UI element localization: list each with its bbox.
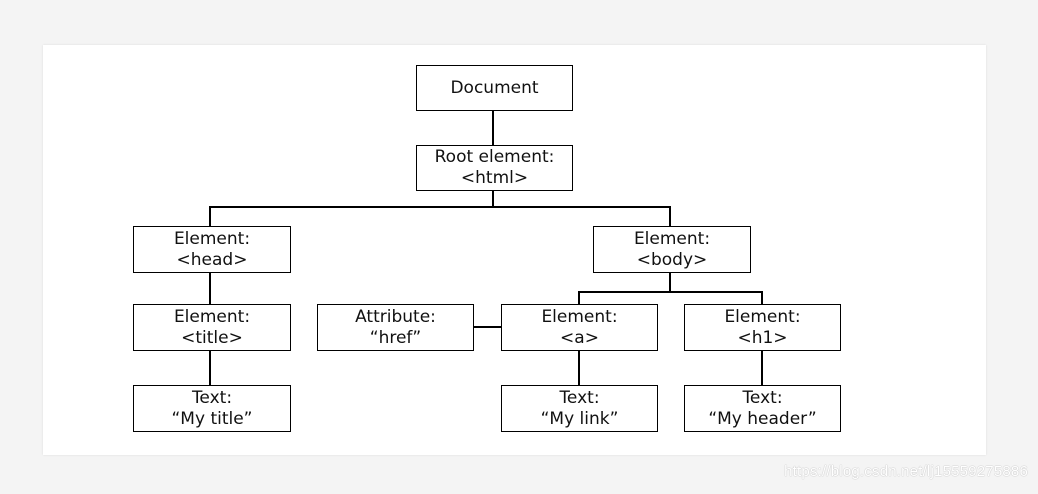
node-title-element: Element: <title> [133,304,291,351]
node-attribute-line2: “href” [369,327,422,348]
connector-to-h1 [761,291,763,305]
node-text-link-line2: “My link” [540,408,619,429]
connector-title-text [209,350,211,386]
connector-head-title [209,272,211,305]
node-text-my-link: Text: “My link” [501,385,658,432]
node-text-header-line1: Text: [742,387,783,408]
node-document: Document [416,65,573,111]
node-head-line1: Element: [173,228,251,249]
node-a-line1: Element: [541,306,618,327]
connector-h1-text [761,350,763,386]
node-text-title-line2: “My title” [171,408,253,429]
node-body-line2: <body> [636,249,708,270]
connector-body-branch [578,291,762,293]
node-attribute-href: Attribute: “href” [317,304,474,351]
node-text-title-line1: Text: [191,387,233,408]
node-text-my-header: Text: “My header” [684,385,841,432]
connector-to-head [209,206,211,227]
node-h1-line2: <h1> [737,327,788,348]
connector-document-root [492,110,494,146]
connector-root-down [492,190,494,207]
node-h1-element: Element: <h1> [684,304,841,351]
node-body-element: Element: <body> [593,226,751,273]
node-title-line2: <title> [181,327,243,348]
node-title-line1: Element: [173,306,251,327]
node-head-line2: <head> [176,249,248,270]
node-h1-line1: Element: [724,306,801,327]
connector-a-text [578,350,580,386]
node-a-line2: <a> [560,327,599,348]
connector-body-down [669,272,671,292]
node-document-label: Document [450,77,539,98]
node-text-my-title: Text: “My title” [133,385,291,432]
node-root-line2: <html> [460,168,529,188]
node-root-line1: Root element: [434,147,555,167]
node-head-element: Element: <head> [133,226,291,273]
node-attribute-line1: Attribute: [355,306,436,327]
watermark-url: https://blog.csdn.net/lj15559275886 [784,463,1028,480]
connector-to-a [578,291,580,305]
node-text-header-line2: “My header” [708,408,817,429]
connector-root-branch [209,206,670,208]
node-text-link-line1: Text: [559,387,600,408]
connector-to-body [669,206,671,227]
node-root-element: Root element: <html> [416,145,573,191]
connector-attribute-a [473,326,502,328]
node-body-line1: Element: [633,228,711,249]
node-a-element: Element: <a> [501,304,658,351]
